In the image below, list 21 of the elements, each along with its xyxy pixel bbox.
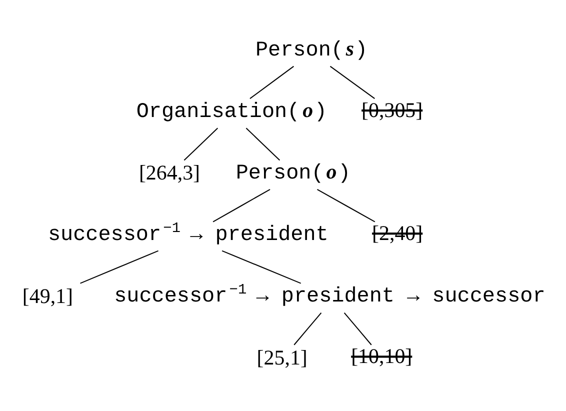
connector bbox=[316, 188, 376, 222]
node-text: Organisation(o) bbox=[136, 98, 328, 124]
node-text: [10,10] bbox=[351, 344, 412, 368]
connector bbox=[184, 128, 218, 161]
node-text: Person(o) bbox=[236, 159, 351, 186]
connector bbox=[250, 66, 294, 99]
connector bbox=[212, 188, 270, 222]
node-text: Person(s) bbox=[256, 36, 368, 62]
connector bbox=[330, 66, 375, 99]
connector bbox=[80, 250, 158, 284]
connector bbox=[246, 128, 280, 161]
node-text: successor$^{−1}$ → president bbox=[48, 220, 328, 247]
connector bbox=[344, 312, 372, 346]
node-text: successor$^{−1}$ → president → successor bbox=[114, 282, 546, 308]
node-text: [264,3] bbox=[138, 160, 200, 185]
connector bbox=[222, 250, 302, 284]
connector bbox=[294, 312, 322, 346]
node-text: [2,40] bbox=[372, 220, 423, 245]
node-text: [25,1] bbox=[256, 345, 308, 370]
node-text: [0,305] bbox=[362, 98, 423, 122]
node-text: [49,1] bbox=[22, 284, 74, 308]
